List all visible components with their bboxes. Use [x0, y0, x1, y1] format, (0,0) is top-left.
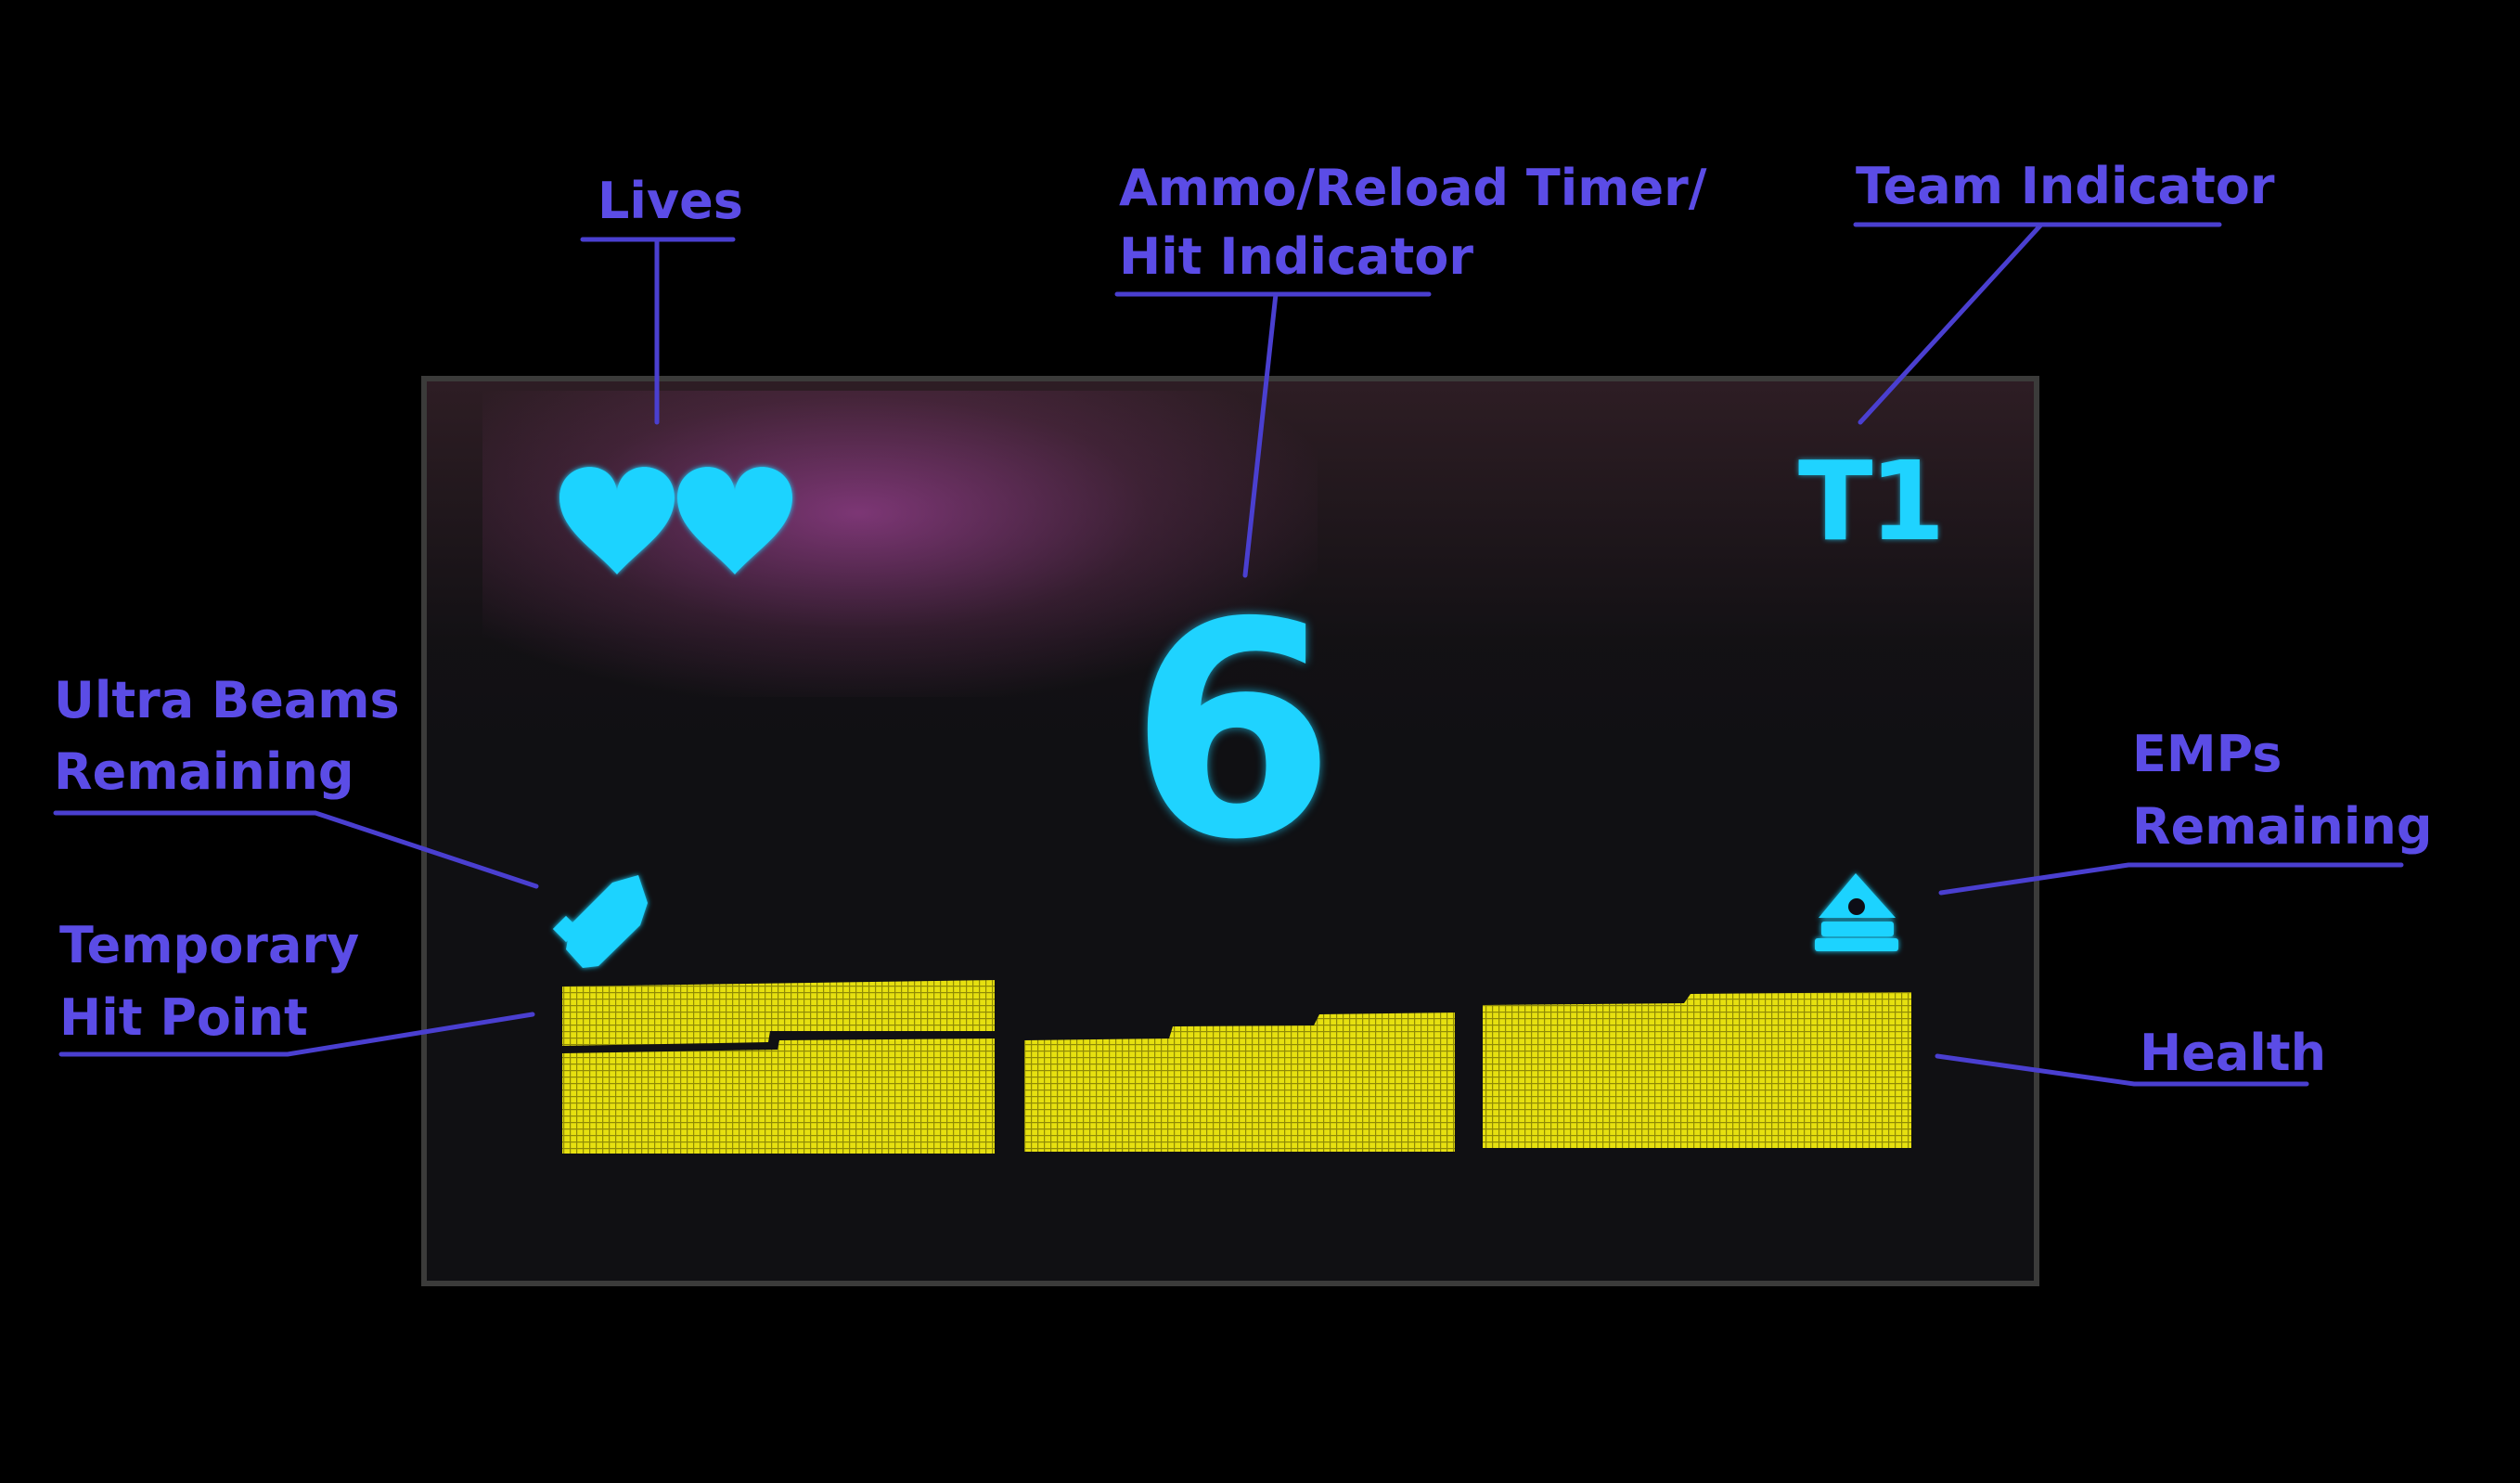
health-segment-2: [1024, 1012, 1455, 1152]
emps-label-line2: Remaining: [2132, 797, 2433, 856]
health-label: Health: [2140, 1024, 2327, 1082]
ultra-leader: [53, 810, 539, 889]
team-leader: [1858, 222, 2044, 425]
lives-label: Lives: [598, 172, 743, 230]
ultra-beam-icon: [552, 875, 648, 968]
ammo-label-line2: Hit Indicator: [1119, 227, 1474, 286]
health-segment-1: [562, 1038, 995, 1154]
health-leader: [1935, 1053, 2309, 1087]
ammo-leader: [1242, 291, 1279, 578]
ultra-beams-label-line2: Remaining: [54, 742, 354, 801]
heart-icon: [559, 467, 675, 574]
emps-label-line1: EMPs: [2132, 725, 2282, 783]
temporary-hit-point-bar: [562, 980, 995, 1046]
temporary-hit-point-label-line1: Temporary: [59, 916, 360, 974]
team-indicator-label: Team Indicator: [1856, 157, 2275, 215]
oled-display: T1 6: [421, 376, 2039, 1286]
ammo-count: 6: [1129, 560, 1336, 905]
temporary-hit-point-label-line2: Hit Point: [59, 988, 308, 1047]
health-segment-3: [1483, 992, 1911, 1148]
ammo-label-line1: Ammo/Reload Timer/: [1119, 159, 1707, 217]
ultra-beams-label-line1: Ultra Beams: [54, 671, 400, 729]
team-indicator: T1: [1798, 437, 1946, 565]
heart-icon: [677, 467, 792, 574]
emps-leader: [1938, 862, 2404, 896]
emp-icon: [1815, 873, 1898, 951]
temp-leader: [58, 1012, 535, 1057]
lives-hearts: [559, 467, 792, 574]
health-bars: [562, 980, 1911, 1154]
